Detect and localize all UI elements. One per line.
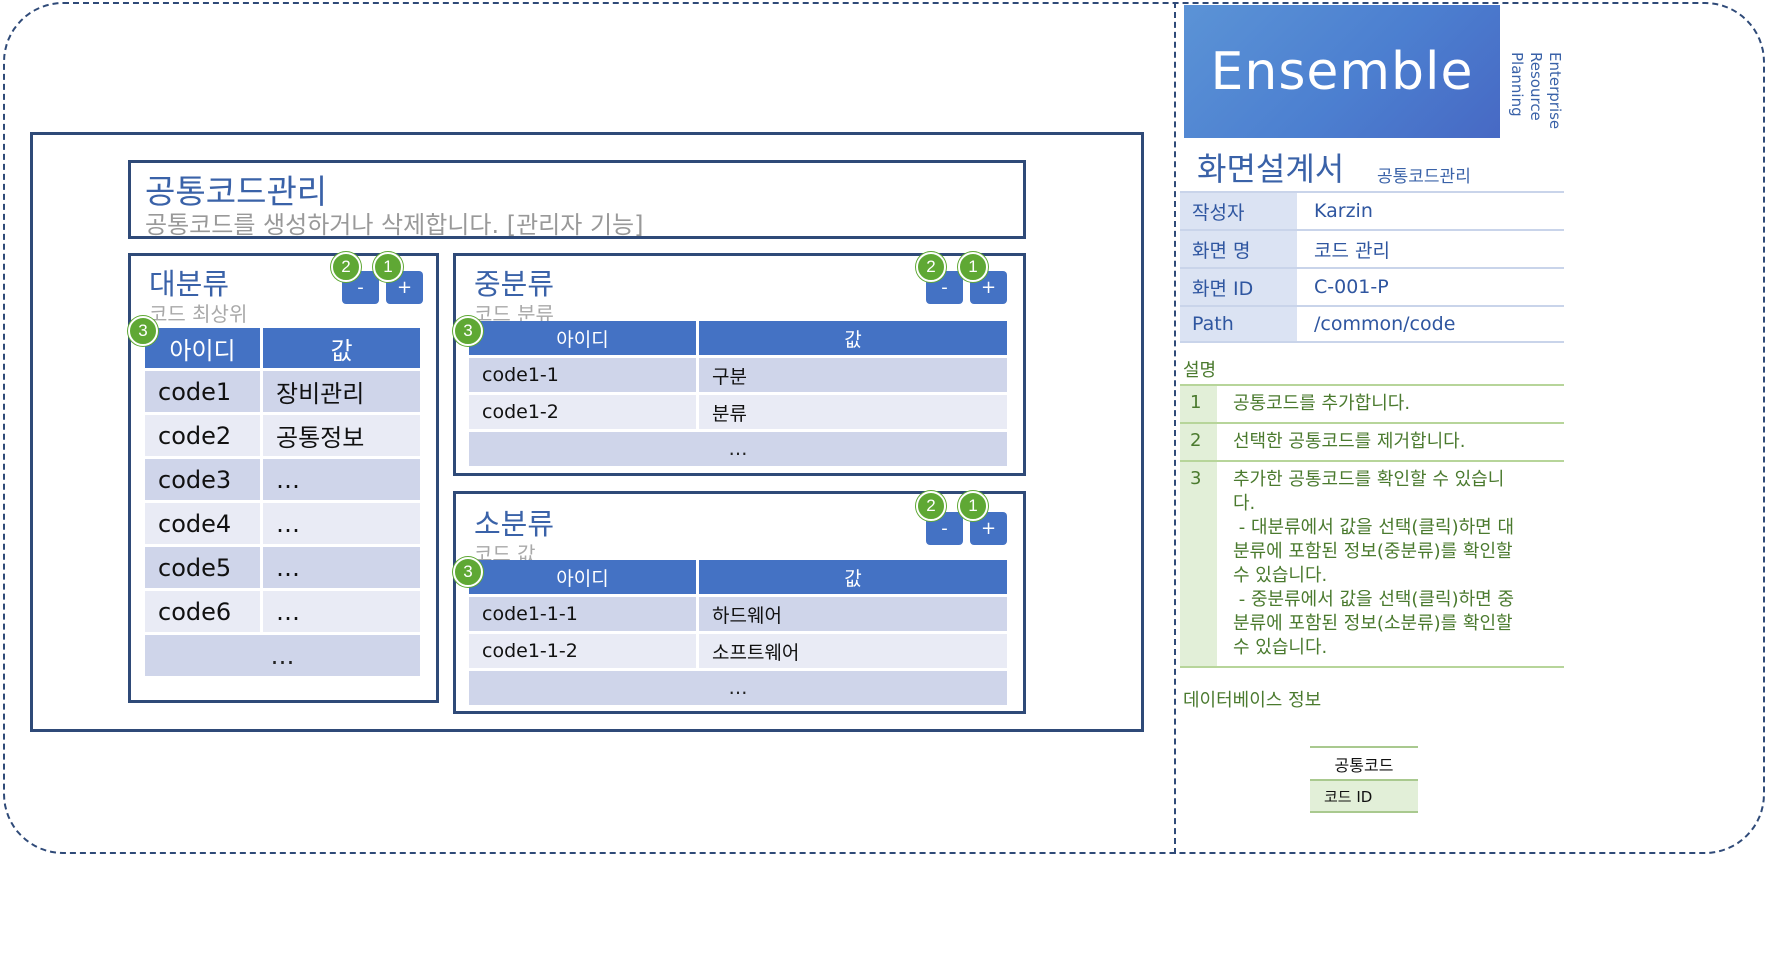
badge-add-minor: 1 [958,491,988,521]
table-row[interactable]: code5 … [145,547,420,588]
table-more-row: … [145,635,420,676]
db-entity-common-code: 공통코드 코드 ID [1310,746,1418,813]
row-id: code3 [145,459,260,500]
badge-remove-minor: 2 [916,491,946,521]
doc-meta-table: 작성자 Karzin 화면 명 코드 관리 화면 ID C-001-P Path… [1180,191,1564,343]
table-row[interactable]: code6 … [145,591,420,632]
row-id: code5 [145,547,260,588]
middle-table-header: 아이디 값 [469,321,1007,355]
meta-value: C-001-P [1314,276,1389,298]
row-value: … [263,459,420,500]
document-frame [3,2,1765,854]
description-table: 1 공통코드를 추가합니다. 2 선택한 공통코드를 제거합니다. 3 추가한 … [1180,384,1564,668]
row-id: code1-2 [469,395,696,429]
erp-caption: Enterprise Resource Planning [1508,52,1564,130]
row-value: … [263,591,420,632]
doc-title: 화면설계서 [1197,150,1345,188]
table-row[interactable]: code2 공통정보 [145,415,420,456]
badge-add-major: 1 [373,252,403,282]
meta-key: 화면 ID [1180,269,1297,305]
row-value: 분류 [699,395,1007,429]
row-id: code1 [145,371,260,412]
badge-add-middle: 1 [958,252,988,282]
entity-name: 공통코드 [1310,746,1418,779]
table-row[interactable]: code1-1-2 소프트웨어 [469,634,1007,668]
row-id: code1-1-2 [469,634,696,668]
column-header-id: 아이디 [145,328,260,368]
badge-remove-middle: 2 [916,252,946,282]
table-row[interactable]: code1 장비관리 [145,371,420,412]
middle-panel-title: 중분류 [474,267,555,301]
row-value: 장비관리 [263,371,420,412]
description-number: 1 [1180,386,1217,422]
major-code-table: 아이디 값 code1 장비관리 code2 공통정보 code3 … code… [145,328,420,676]
row-value: 공통정보 [263,415,420,456]
page-description: 공통코드를 생성하거나 삭제합니다. [관리자 기능] [145,211,644,239]
database-info-label: 데이터베이스 정보 [1183,690,1322,711]
panel-divider [1174,2,1176,854]
description-text: 선택한 공통코드를 제거합니다. [1233,431,1466,452]
description-row: 1 공통코드를 추가합니다. [1180,386,1564,424]
doc-subtitle: 공통코드관리 [1377,167,1471,187]
major-panel-subtitle: 코드 최상위 [149,302,248,326]
badge-list-major: 3 [128,316,158,346]
column-header-value: 값 [699,321,1007,355]
major-table-header: 아이디 값 [145,328,420,368]
major-panel-title: 대분류 [149,267,230,301]
description-label: 설명 [1183,360,1217,381]
table-row[interactable]: code1-2 분류 [469,395,1007,429]
row-value: … [263,547,420,588]
middle-code-table: 아이디 값 code1-1 구분 code1-2 분류 … [469,321,1007,466]
row-id: code4 [145,503,260,544]
major-add-button[interactable]: + [386,271,423,304]
meta-row-author: 작성자 Karzin [1180,191,1564,229]
row-value: 소프트웨어 [699,634,1007,668]
meta-value: Karzin [1314,200,1373,222]
row-id: code2 [145,415,260,456]
badge-remove-major: 2 [331,252,361,282]
meta-key: Path [1180,307,1297,341]
meta-row-screen-name: 화면 명 코드 관리 [1180,229,1564,267]
badge-list-minor: 3 [453,557,483,587]
meta-row-path: Path /common/code [1180,305,1564,343]
description-number: 3 [1180,462,1217,666]
row-id: code6 [145,591,260,632]
row-id: code1-1-1 [469,597,696,631]
meta-key: 작성자 [1180,193,1297,229]
minor-table-header: 아이디 값 [469,560,1007,594]
meta-value: 코드 관리 [1314,239,1390,262]
column-header-value: 값 [263,328,420,368]
table-more-row: … [469,432,1007,466]
minor-code-table: 아이디 값 code1-1-1 하드웨어 code1-1-2 소프트웨어 … [469,560,1007,705]
page-header: 공통코드관리 공통코드를 생성하거나 삭제합니다. [관리자 기능] [128,160,1026,239]
table-more-row: … [469,671,1007,705]
description-row: 2 선택한 공통코드를 제거합니다. [1180,424,1564,462]
description-row: 3 추가한 공통코드를 확인할 수 있습니 다. - 대분류에서 값을 선택(클… [1180,462,1564,668]
minor-panel-title: 소분류 [474,507,555,541]
meta-value: /common/code [1314,313,1456,335]
description-text: 공통코드를 추가합니다. [1233,393,1411,414]
meta-key: 화면 명 [1180,231,1297,267]
ensemble-logo: Ensemble [1184,5,1500,138]
table-row[interactable]: code1-1-1 하드웨어 [469,597,1007,631]
entity-field: 코드 ID [1310,779,1418,813]
row-id: code1-1 [469,358,696,392]
description-number: 2 [1180,424,1217,460]
minor-remove-button[interactable]: - [926,512,963,545]
column-header-id: 아이디 [469,321,696,355]
badge-list-middle: 3 [453,316,483,346]
table-row[interactable]: code1-1 구분 [469,358,1007,392]
logo-text: Ensemble [1210,41,1474,102]
column-header-value: 값 [699,560,1007,594]
row-value: 하드웨어 [699,597,1007,631]
row-value: … [263,503,420,544]
column-header-id: 아이디 [469,560,696,594]
meta-row-screen-id: 화면 ID C-001-P [1180,267,1564,305]
row-value: 구분 [699,358,1007,392]
description-text: 추가한 공통코드를 확인할 수 있습니 다. - 대분류에서 값을 선택(클릭)… [1233,469,1514,658]
page-title: 공통코드관리 [145,172,328,211]
table-row[interactable]: code3 … [145,459,420,500]
table-row[interactable]: code4 … [145,503,420,544]
